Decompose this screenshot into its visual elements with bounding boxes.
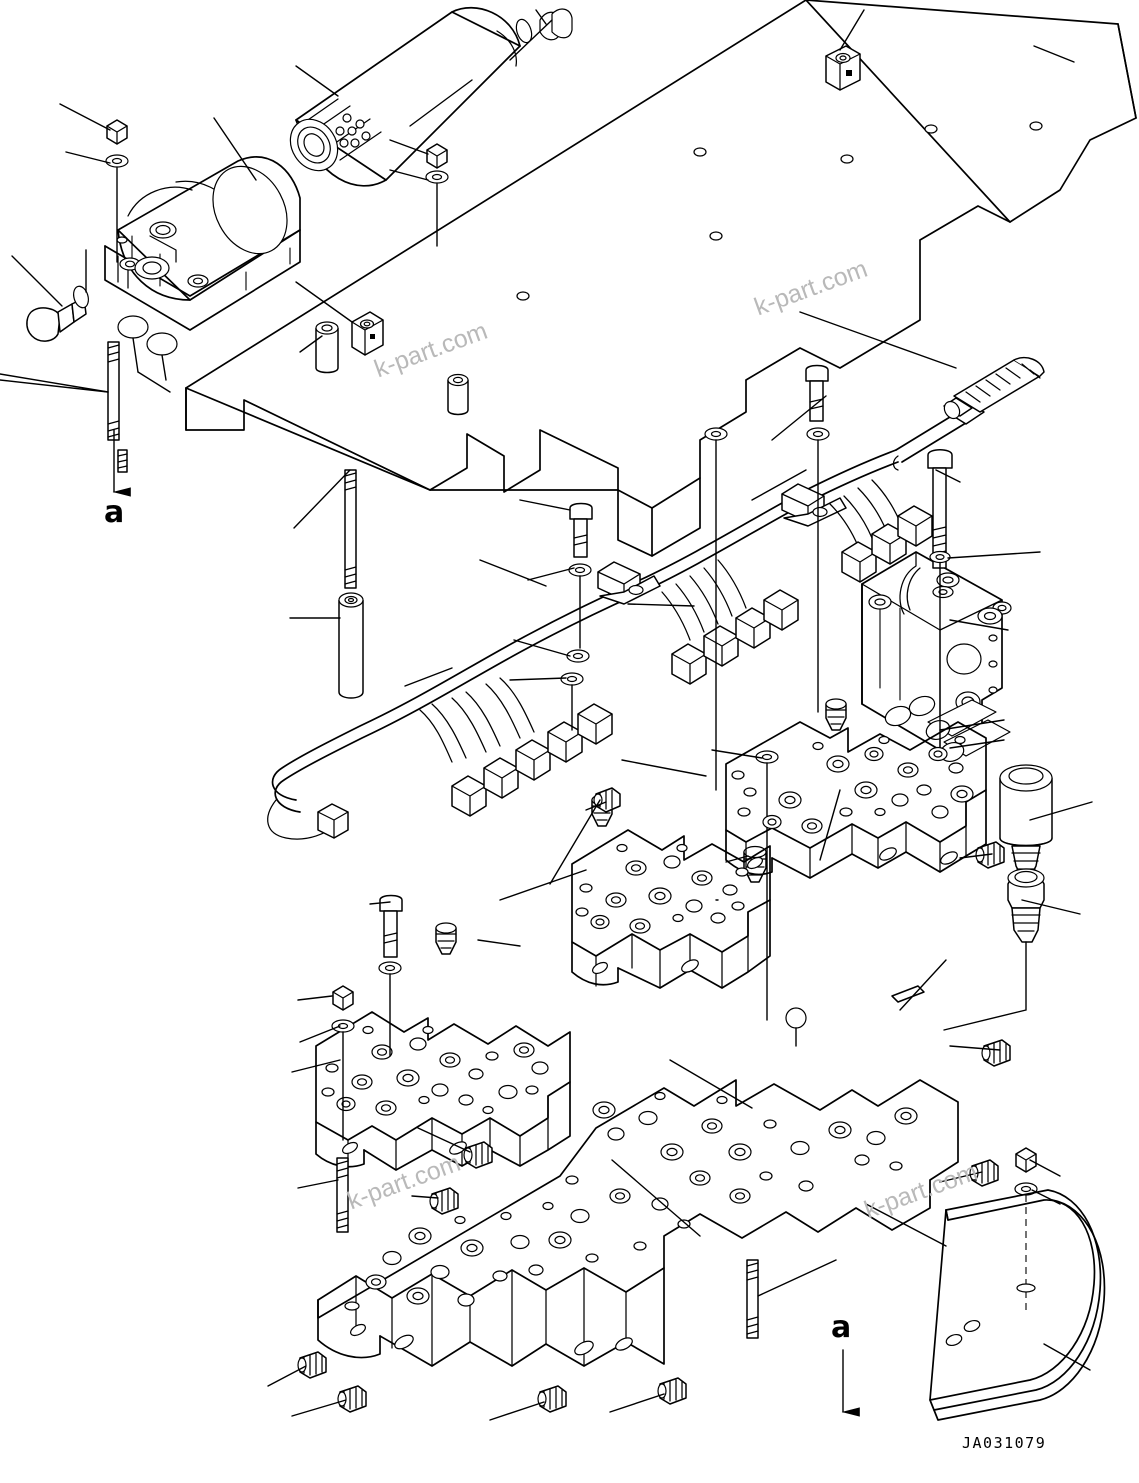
harness-connectors-mid bbox=[671, 589, 799, 685]
cable-connector bbox=[892, 356, 1045, 471]
harness-connectors-left bbox=[317, 703, 613, 839]
plug-screw-d bbox=[435, 922, 457, 955]
threaded-stud-left bbox=[107, 341, 120, 441]
filter-seal-set bbox=[515, 8, 573, 44]
clamp-block-upper bbox=[825, 45, 861, 91]
plug-screw-a bbox=[825, 698, 847, 731]
plug-large bbox=[999, 764, 1053, 879]
dowel-pin bbox=[891, 985, 925, 1003]
valve-plate-middle bbox=[571, 829, 771, 989]
hex-bolt-long bbox=[927, 449, 953, 569]
hex-bolt-left-mid bbox=[379, 894, 403, 958]
filter-o-ring bbox=[212, 165, 288, 255]
hex-bolt-short-left bbox=[569, 502, 593, 558]
spacer-sleeve-small bbox=[315, 321, 339, 374]
hex-bolt-upper-right bbox=[805, 364, 829, 422]
flat-washer-upper bbox=[105, 154, 129, 168]
hex-nut-lower-right bbox=[1015, 1147, 1037, 1173]
harness-connectors-right bbox=[841, 505, 933, 583]
section-mark-a-lower-right: a bbox=[831, 1310, 852, 1345]
valve-plate-upper bbox=[725, 721, 987, 879]
valve-plate-main bbox=[317, 1079, 959, 1367]
leader-lines bbox=[0, 9, 1093, 1421]
filter-element bbox=[289, 7, 521, 187]
plug-o-ring bbox=[73, 285, 89, 309]
threaded-stud-lower bbox=[746, 1259, 759, 1339]
drawing-number: JA031079 bbox=[962, 1434, 1047, 1452]
threaded-stud-mid bbox=[344, 469, 357, 589]
hex-nut-left-mid bbox=[332, 985, 354, 1011]
cover-panel bbox=[185, 0, 1137, 557]
flat-washer-upper-right bbox=[425, 170, 449, 184]
curved-cover-shield bbox=[929, 1189, 1106, 1421]
drain-plug bbox=[26, 297, 87, 342]
valve-plate-left bbox=[315, 1011, 571, 1171]
spacer-sleeve-small-2 bbox=[447, 373, 469, 416]
clamp-block-mid bbox=[351, 311, 384, 356]
hex-nut-upper-right bbox=[426, 143, 448, 169]
threaded-stud-lower-left bbox=[336, 1157, 349, 1233]
section-mark-a-upper-left: a bbox=[104, 495, 125, 530]
spacer-sleeve bbox=[338, 592, 364, 699]
flat-washer-bolt-left bbox=[378, 961, 402, 975]
filter-housing bbox=[104, 156, 301, 331]
hex-nut-upper bbox=[106, 119, 128, 145]
flat-washer-left-mid bbox=[331, 1019, 355, 1033]
flat-washer-lower-right bbox=[1014, 1182, 1038, 1196]
socket-screws bbox=[297, 787, 1011, 1413]
plug-small bbox=[1007, 868, 1045, 943]
o-ring-small-pair bbox=[117, 315, 178, 381]
wiring-harness bbox=[267, 449, 933, 840]
